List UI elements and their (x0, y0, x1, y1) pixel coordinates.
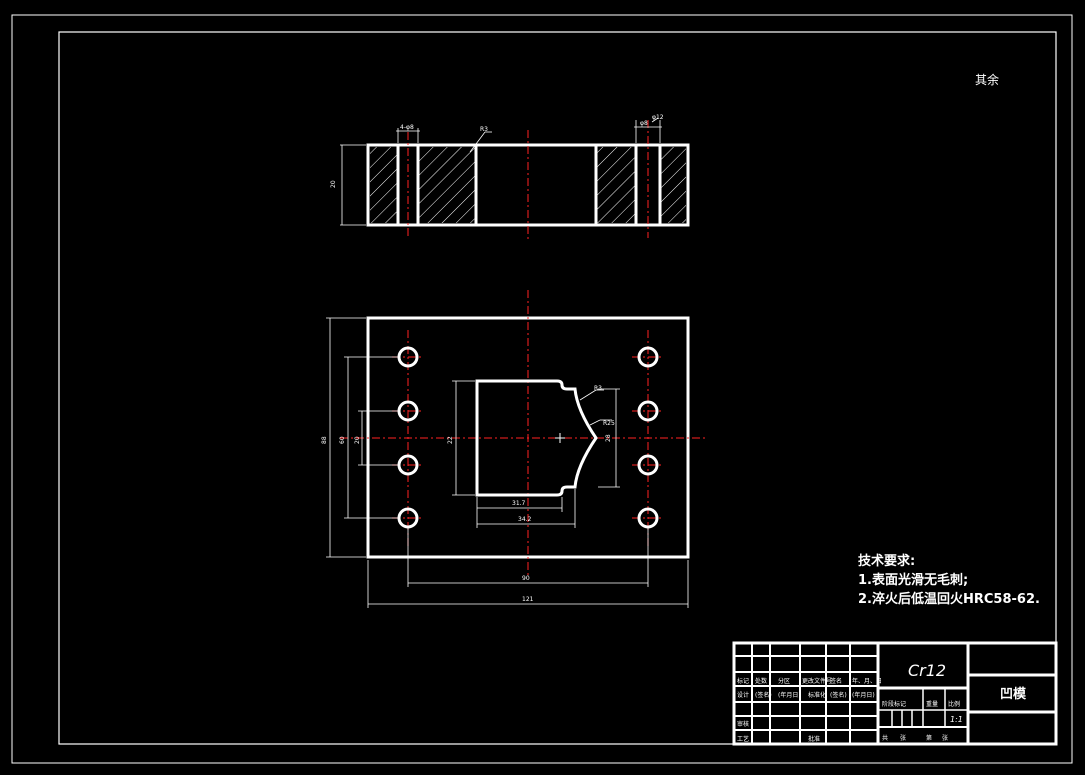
dim-r25: R25 (603, 420, 615, 427)
tech-item-1: 1.表面光滑无毛刺; (858, 573, 969, 588)
label-stage: 阶段标记 (882, 700, 906, 708)
hole-l3 (397, 454, 419, 476)
hole-r1 (637, 346, 659, 368)
dim-cavity-h: 22 (447, 436, 454, 444)
hole-l2 (397, 400, 419, 422)
sheet-border (11, 14, 1073, 764)
plan-view: 121 90 88 60 20 22 31.7 34.2 R3 R25 28 (321, 290, 705, 608)
label-total: 共 (882, 734, 888, 742)
label-design: 设计 (737, 691, 749, 699)
label-standard: 标准化 (808, 691, 826, 699)
label-std-date: (年月日) (852, 691, 875, 699)
section-outline (366, 143, 690, 227)
tech-item-2: 2.淬火后低温回火HRC58-62. (858, 592, 1040, 607)
dim-cavity-w2: 34.2 (518, 516, 532, 523)
section-view: 20 4-φ8 R3 φ12 φ8 (330, 114, 690, 240)
technical-requirements: 技术要求: 1.表面光滑无毛刺; 2.淬火后低温回火HRC58-62. (858, 552, 1040, 609)
dim-cavity-w1: 31.7 (512, 500, 526, 507)
label-approve: 批准 (808, 735, 820, 743)
surface-finish-note: 其余 (975, 73, 1000, 87)
title-block (732, 641, 1058, 746)
label-scale: 比例 (948, 700, 960, 708)
dim-height-total: 88 (321, 436, 328, 444)
label-date: 年、月、日 (852, 677, 882, 685)
hatch-left (370, 147, 398, 223)
label-sheet: 张 (942, 734, 948, 742)
label-sheet-no: 第 (926, 734, 932, 742)
label-count: 处数 (755, 677, 767, 685)
dim-width-total: 121 (522, 596, 534, 603)
dim-outer-v: 60 (339, 436, 346, 444)
title-block-text: Cr12 凹模 1:1 标记 处数 分区 更改文件号 签名 年、月、日 设计 (… (737, 661, 1027, 743)
die-cavity (475, 379, 598, 497)
dim-hole-dia: 4-φ8 (400, 124, 414, 131)
hole-r4 (637, 507, 659, 529)
dim-r3-side: R3 (480, 126, 488, 133)
label-zone: 分区 (778, 677, 790, 685)
dim-inner-v: 20 (354, 436, 361, 444)
hatch-mid-left (418, 147, 476, 223)
dim-hole-spacing-x: 90 (522, 575, 530, 582)
scale-value: 1:1 (950, 715, 963, 724)
label-review: 审核 (737, 720, 749, 728)
label-sheets: 张 (900, 734, 906, 742)
hatch-mid-right (596, 147, 636, 223)
label-sign: 签名 (830, 677, 842, 685)
label-process: 工艺 (737, 735, 749, 743)
hole-l1 (397, 346, 419, 368)
label-design-date: (年月日) (778, 691, 801, 699)
hole-r2 (637, 400, 659, 422)
label-change-doc: 更改文件号 (802, 677, 832, 685)
label-std-sign: (签名) (830, 691, 847, 699)
material-text: Cr12 (908, 661, 946, 680)
dim-phi8: φ8 (640, 120, 648, 127)
hole-r3 (637, 454, 659, 476)
hole-l4 (397, 507, 419, 529)
hatch-right (660, 147, 686, 223)
dim-phi12: φ12 (652, 114, 664, 121)
dim-height-20: 20 (330, 180, 337, 188)
dim-cavity-right: 28 (605, 434, 612, 442)
part-name: 凹模 (1000, 686, 1027, 702)
label-mark: 标记 (737, 677, 749, 685)
label-design-sign: (签名) (755, 691, 772, 699)
dim-r3: R3 (594, 385, 602, 392)
label-weight: 重量 (926, 700, 938, 708)
tech-title: 技术要求: (858, 554, 916, 569)
drawing-frame (58, 31, 1057, 745)
